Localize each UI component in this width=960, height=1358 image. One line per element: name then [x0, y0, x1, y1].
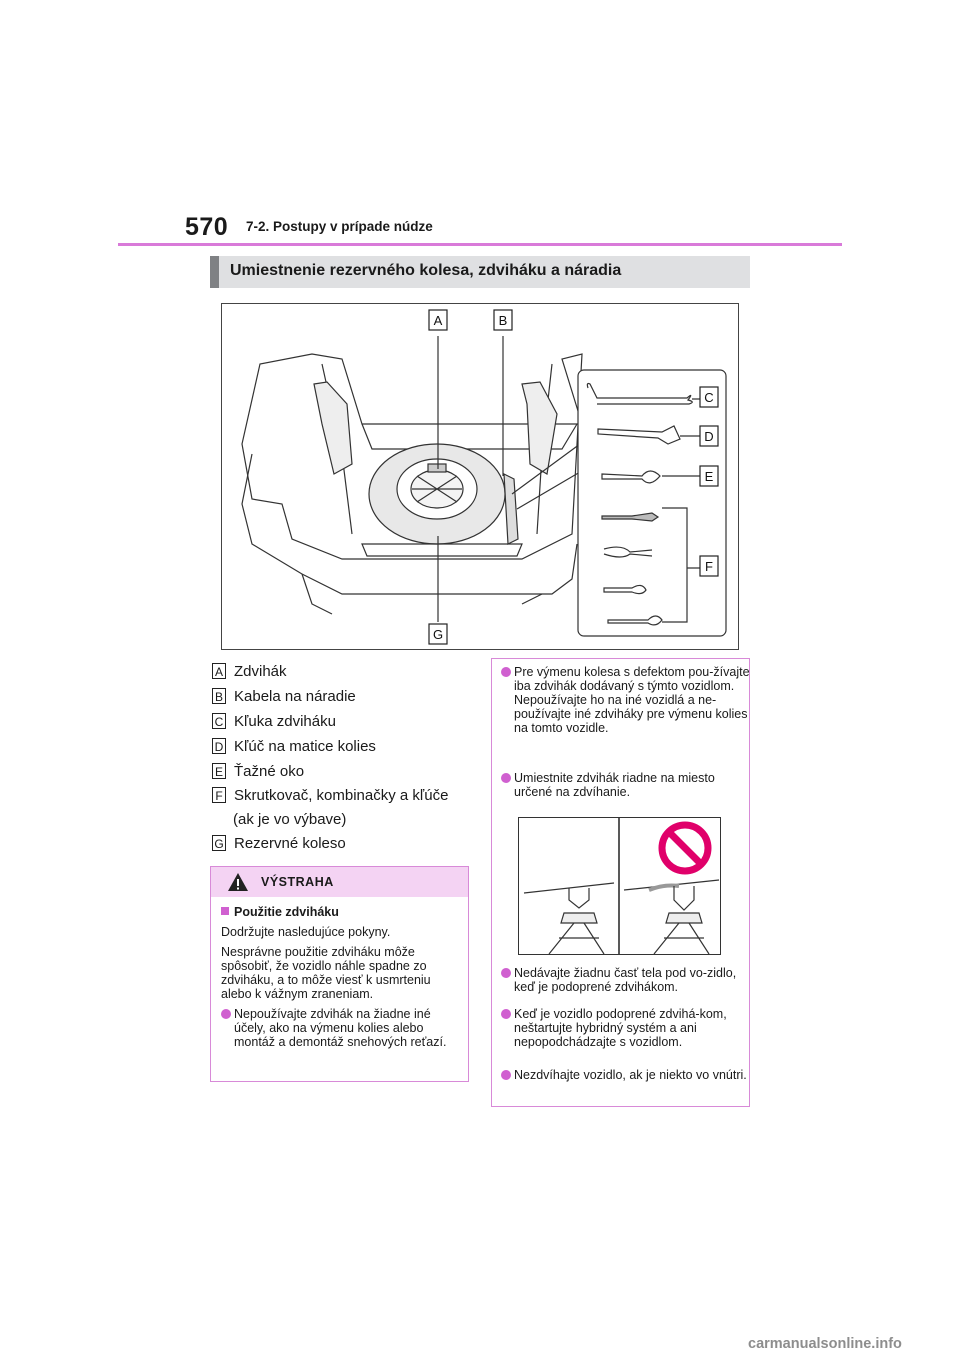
warning-subtitle-row: Použitie zdviháku	[221, 905, 458, 919]
watermark: carmanualsonline.info	[748, 1336, 902, 1352]
warning-bullet-text: Nepoužívajte zdvihák na žiadne iné účely…	[234, 1007, 447, 1049]
bullet-dot-icon	[501, 773, 511, 783]
note-1-text: Pre výmenu kolesa s defektom pou-žívajte…	[514, 665, 750, 735]
bullet-dot-icon	[501, 1009, 511, 1019]
callout-c: C	[704, 390, 713, 405]
square-bullet-icon	[221, 907, 229, 915]
bullet-dot-icon	[221, 1009, 231, 1019]
legend-text: Rezervné koleso	[234, 835, 346, 852]
warning-bullet: Nepoužívajte zdvihák na žiadne iné účely…	[221, 1007, 458, 1049]
page-number: 570	[185, 213, 229, 241]
legend-item-d: D Kľúč na matice kolies	[212, 738, 376, 755]
note-2: Umiestnite zdvihák riadne na miesto urče…	[501, 771, 754, 799]
note-2-text: Umiestnite zdvihák riadne na miesto urče…	[514, 771, 715, 799]
note-5: Nezdvíhajte vozidlo, ak je niekto vo vnú…	[501, 1068, 754, 1082]
legend-label: D	[212, 738, 226, 754]
legend-text: Skrutkovač, kombinačky a kľúče	[234, 787, 449, 804]
callout-b: B	[499, 313, 508, 328]
legend-text: Kabela na náradie	[234, 688, 356, 705]
note-1: Pre výmenu kolesa s defektom pou-žívajte…	[501, 665, 754, 735]
note-4: Keď je vozidlo podoprené zdvihá-kom, neš…	[501, 1007, 754, 1049]
warning-header: VÝSTRAHA	[211, 867, 468, 897]
legend-label: F	[212, 787, 226, 803]
legend-item-f: F Skrutkovač, kombinačky a kľúče	[212, 787, 448, 804]
notes-box: Pre výmenu kolesa s defektom pou-žívajte…	[491, 658, 750, 1107]
callout-a: A	[434, 313, 443, 328]
warning-triangle-icon	[228, 873, 248, 891]
warning-box: VÝSTRAHA Použitie zdviháku Dodržujte nas…	[210, 866, 469, 1082]
jack-placement-drawing	[523, 818, 720, 955]
chapter-title: 7-2. Postupy v prípade núdze	[246, 219, 433, 234]
note-3-text: Nedávajte žiadnu časť tela pod vo-zidlo,…	[514, 966, 737, 994]
legend-item-f-note: (ak je vo výbave)	[233, 811, 347, 828]
legend-item-e: E Ťažné oko	[212, 763, 304, 780]
legend-text: Kľúč na matice kolies	[234, 738, 376, 755]
legend-label: B	[212, 688, 226, 704]
warning-title: VÝSTRAHA	[261, 875, 334, 889]
prohibited-icon	[658, 821, 712, 875]
legend-text: Kľuka zdviháku	[234, 713, 336, 730]
legend-text: Ťažné oko	[234, 763, 305, 780]
bullet-dot-icon	[501, 968, 511, 978]
callout-e: E	[705, 469, 714, 484]
section-heading: Umiestnenie rezervného kolesa, zdviháku …	[210, 256, 750, 288]
warning-subtitle: Použitie zdviháku	[234, 905, 339, 919]
legend-label: G	[212, 835, 226, 851]
callout-d: D	[704, 429, 713, 444]
legend-item-g: G Rezervné koleso	[212, 835, 346, 852]
legend-item-c: C Kľuka zdviháku	[212, 713, 336, 730]
callout-g: G	[433, 627, 443, 642]
legend-label: C	[212, 713, 226, 729]
header-rule	[118, 243, 842, 246]
bullet-dot-icon	[501, 667, 511, 677]
note-4-text: Keď je vozidlo podoprené zdvihá-kom, neš…	[514, 1007, 727, 1049]
trunk-illustration: A B C D E F G	[221, 303, 739, 650]
legend-text: Zdvihák	[234, 663, 287, 680]
legend-label: A	[212, 663, 226, 679]
jack-placement-illustration	[518, 817, 721, 955]
warning-paragraph-2: Nesprávne použitie zdviháku môže spôsobi…	[221, 945, 431, 1001]
section-heading-bar	[210, 256, 219, 288]
legend-item-b: B Kabela na náradie	[212, 688, 356, 705]
callout-f: F	[705, 559, 713, 574]
note-5-text: Nezdvíhajte vozidlo, ak je niekto vo vnú…	[514, 1068, 747, 1082]
trunk-drawing: A B C D E F G	[241, 309, 727, 645]
note-3: Nedávajte žiadnu časť tela pod vo-zidlo,…	[501, 966, 754, 994]
section-title: Umiestnenie rezervného kolesa, zdviháku …	[230, 262, 622, 279]
bullet-dot-icon	[501, 1070, 511, 1080]
legend-item-a: A Zdvihák	[212, 663, 287, 680]
warning-paragraph-1: Dodržujte nasledujúce pokyny.	[221, 925, 391, 939]
legend-label: E	[212, 763, 226, 779]
